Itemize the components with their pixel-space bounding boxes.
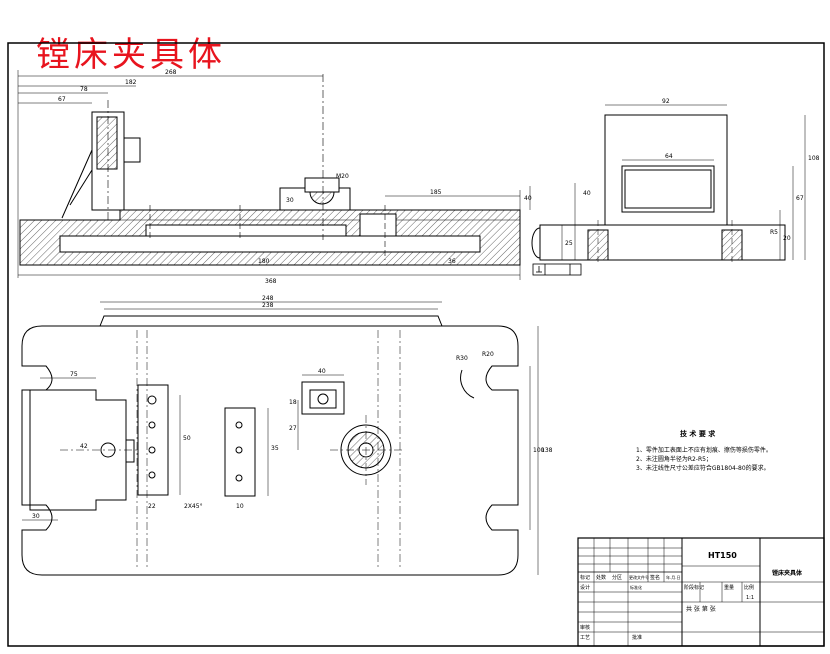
dim-side-30: 30 <box>286 197 294 204</box>
dim-plan-238: 238 <box>262 302 274 309</box>
tb-label-sign: 签名 <box>650 574 660 581</box>
side-section-view <box>17 70 531 280</box>
drawing-border <box>7 42 825 647</box>
dim-plan-42: 42 <box>80 443 88 450</box>
tech-item-3: 3、未注线性尺寸公差应符合GB1804-80的要求。 <box>636 464 770 472</box>
tech-item-1: 1、零件加工表面上不应有划痕、擦伤等损伤零件。 <box>636 446 772 454</box>
dim-side-180: 180 <box>258 258 270 265</box>
end-view <box>531 104 806 262</box>
dim-end-108: 108 <box>808 155 820 162</box>
dim-plan-30: 30 <box>32 513 40 520</box>
dim-end-20: 20 <box>783 235 791 242</box>
end-view-dimensions: 92 64 108 67 40 25 20 R5 <box>565 98 820 247</box>
title-block-text: 标记 处数 分区 更改文件号 签名 年.月.日 设计 标准化 审核 工艺 批准 … <box>580 551 803 641</box>
dim-side-36: 36 <box>448 258 456 265</box>
dim-plan-10: 10 <box>236 503 244 510</box>
plan-view <box>21 301 539 576</box>
tech-heading: 技 术 要 求 <box>680 429 716 438</box>
dim-plan-22: 22 <box>148 503 156 510</box>
dim-side-268: 268 <box>165 69 177 76</box>
title-block <box>577 537 825 647</box>
plan-view-dimensions: 248 238 138 100 75 30 50 35 40 27 18 42 … <box>32 295 553 520</box>
dim-plan-r30: R30 <box>456 355 468 362</box>
flatness-tolerance-frame <box>532 263 582 276</box>
dim-plan-27: 27 <box>289 425 297 432</box>
tb-label-zone: 分区 <box>612 574 622 581</box>
tb-label-count: 处数 <box>596 574 606 581</box>
dim-plan-75: 75 <box>70 371 78 378</box>
dim-end-r5: R5 <box>770 229 778 236</box>
dim-side-m20: M20 <box>336 173 349 180</box>
dim-side-182: 182 <box>125 79 137 86</box>
tb-material: HT150 <box>708 551 737 560</box>
tb-review: 审核 <box>580 624 590 631</box>
technical-requirements: 技 术 要 求 1、零件加工表面上不应有划痕、擦伤等损伤零件。 2、未注圆角半径… <box>636 429 772 472</box>
dim-side-185: 185 <box>430 189 442 196</box>
dim-side-40: 40 <box>524 195 532 202</box>
tech-item-2: 2、未注圆角半径为R2-R5； <box>636 455 712 463</box>
tb-weight: 重量 <box>724 584 734 591</box>
dim-side-368: 368 <box>265 278 277 285</box>
tb-label-mark: 标记 <box>580 574 590 581</box>
dim-plan-18: 18 <box>289 399 297 406</box>
tb-label-change: 更改文件号 <box>629 574 649 580</box>
dim-plan-50: 50 <box>183 435 191 442</box>
side-view-dimensions: 268 182 78 67 185 180 36 368 M20 30 40 <box>58 69 532 285</box>
dim-side-78: 78 <box>80 86 88 93</box>
dim-end-67: 67 <box>796 195 804 202</box>
dim-end-92: 92 <box>662 98 670 105</box>
tb-process: 工艺 <box>580 635 590 641</box>
dim-plan-35: 35 <box>271 445 279 452</box>
dim-plan-40: 40 <box>318 368 326 375</box>
tb-stage-label: 阶段标记 <box>684 584 704 591</box>
tb-scale-label: 比例 <box>744 584 754 591</box>
dim-plan-r20: R20 <box>482 351 494 358</box>
dim-end-40: 40 <box>583 190 591 197</box>
dim-end-25: 25 <box>565 240 573 247</box>
tb-scale: 1:1 <box>746 595 754 601</box>
dim-plan-100: 100 <box>533 447 545 454</box>
dim-side-67: 67 <box>58 96 66 103</box>
tb-label-date: 年.月.日 <box>666 574 681 580</box>
tb-part-name: 镗床夹具体 <box>772 569 803 577</box>
dim-plan-248: 248 <box>262 295 274 302</box>
tb-approve: 批准 <box>632 634 642 641</box>
tb-design: 设计 <box>580 584 590 591</box>
dim-end-64: 64 <box>665 153 673 160</box>
tb-standard: 标准化 <box>630 584 642 590</box>
tb-sheets: 共 张 第 张 <box>686 605 716 613</box>
dim-plan-138: 138 <box>541 447 553 454</box>
dim-plan-chamfer: 2X45° <box>184 503 203 510</box>
